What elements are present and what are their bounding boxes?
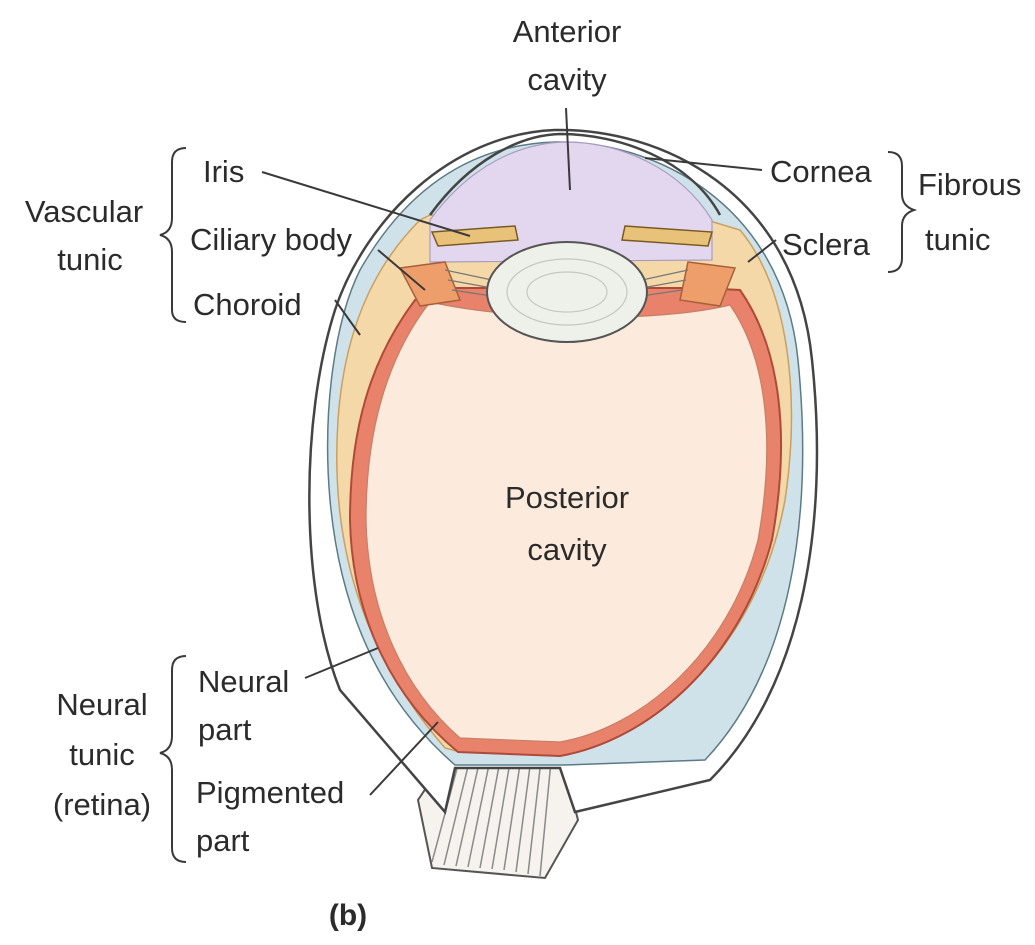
lens (487, 242, 647, 342)
panel-label: (b) (329, 899, 367, 932)
label-ciliary-body: Ciliary body (190, 222, 352, 257)
brace-fibrous-tunic (888, 152, 914, 272)
label-neural-tunic-line2: tunic (69, 737, 134, 772)
label-cornea: Cornea (770, 154, 872, 189)
label-anterior-cavity-line1: Anterior (513, 14, 622, 49)
label-vascular-tunic-line2: tunic (57, 242, 122, 277)
label-posterior-cavity-line1: Posterior (505, 480, 629, 515)
label-anterior-cavity-line2: cavity (527, 62, 607, 97)
label-choroid: Choroid (193, 287, 302, 322)
label-neural-part-line1: Neural (198, 664, 289, 699)
label-neural-part-line2: part (198, 712, 252, 747)
label-neural-tunic-line1: Neural (56, 687, 147, 722)
label-fibrous-tunic-line1: Fibrous (918, 167, 1021, 202)
label-pigmented-part-line1: Pigmented (196, 775, 344, 810)
label-iris: Iris (203, 154, 244, 189)
label-pigmented-part-line2: part (196, 823, 250, 858)
brace-vascular-tunic (160, 148, 186, 322)
label-fibrous-tunic-line2: tunic (925, 222, 990, 257)
label-posterior-cavity-line2: cavity (527, 532, 607, 567)
label-sclera: Sclera (782, 227, 871, 262)
brace-neural-tunic (160, 656, 186, 862)
label-vascular-tunic-line1: Vascular (25, 194, 143, 229)
label-neural-tunic-line3: (retina) (53, 787, 151, 822)
